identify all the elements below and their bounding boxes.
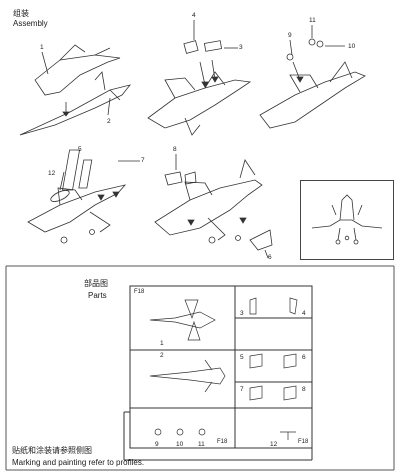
callout-7: 7 (141, 157, 145, 164)
callout-1: 1 (40, 44, 44, 51)
sprue-part-8-icon (283, 385, 297, 401)
sprue-num-10: 10 (176, 441, 184, 448)
step5-aircraft-icon (154, 154, 273, 259)
sprue-part-6-icon (283, 353, 297, 369)
sprue-num-8: 8 (302, 386, 306, 393)
marking-note-cn: 贴纸和涂装请参照侧图 (12, 446, 92, 455)
sprue-num-5: 5 (240, 354, 244, 361)
assembly-title-cn: 组装 (13, 9, 29, 18)
callout-4: 4 (192, 12, 196, 19)
parts-title-en: Parts (88, 291, 107, 300)
callout-6: 6 (268, 254, 272, 261)
callout-2: 2 (107, 118, 111, 125)
sprue-part-4-icon (289, 297, 298, 315)
step2-aircraft-icon (147, 20, 252, 136)
sprue-num-1: 1 (160, 340, 164, 347)
sprue-num-2: 2 (160, 352, 164, 359)
sprue-part-2-icon (149, 367, 226, 385)
marking-note-en: Marking and painting refer to profiles. (12, 458, 145, 467)
step4-aircraft-icon (27, 149, 140, 244)
sprue-num-7: 7 (240, 386, 244, 393)
sprue-part-5-icon (249, 353, 263, 369)
sprue-num-9: 9 (155, 441, 159, 448)
sprue-num-6: 6 (302, 354, 306, 361)
step1-wing-part-icon (34, 44, 121, 96)
assembly-title-en: Assembly (13, 19, 48, 28)
sprue-part-1-icon (149, 311, 216, 329)
sprue-num-3: 3 (240, 310, 244, 317)
callout-9: 9 (288, 32, 292, 39)
callout-3: 3 (239, 44, 243, 51)
step3-aircraft-icon (259, 25, 366, 129)
callout-12: 12 (48, 170, 56, 177)
callout-8: 8 (173, 146, 177, 153)
sprue-label-bottom-right: F18 (298, 439, 309, 445)
sprue-label-bottom-left: F18 (217, 439, 228, 445)
callout-11: 11 (309, 17, 316, 24)
sprue-label-top: F18 (134, 289, 145, 295)
sprue-num-11: 11 (198, 441, 205, 448)
sprue-num-12: 12 (270, 441, 278, 448)
callout-5: 5 (78, 146, 82, 153)
sprue-part-7-icon (249, 385, 263, 401)
step1-fuselage-icon (19, 71, 132, 136)
callout-10: 10 (348, 43, 356, 50)
parts-title-cn: 部品图 (84, 279, 108, 288)
front-view-frame (300, 180, 394, 260)
sprue-part-3-icon (249, 297, 257, 315)
sprue-num-4: 4 (302, 310, 306, 317)
